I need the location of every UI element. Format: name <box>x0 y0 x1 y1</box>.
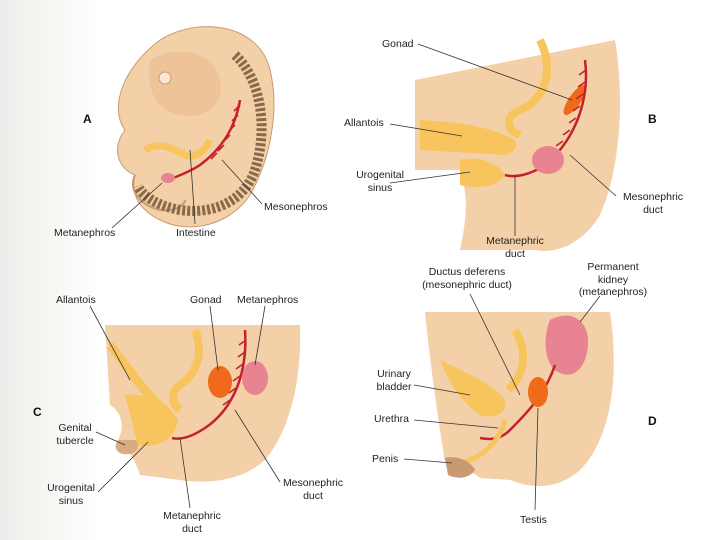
label-c-mesonephric-duct: Mesonephric duct <box>278 477 348 502</box>
leader-a-intestine <box>189 149 196 225</box>
leader-d-permanent-kidney <box>579 295 601 323</box>
panel-b-metanephros <box>532 146 564 174</box>
panel-c-mesonephric-duct <box>171 329 247 440</box>
label-c-metanephros: Metanephros <box>237 294 299 306</box>
panel-letter-b: B <box>648 112 657 126</box>
leader-c-mesonephric-duct <box>234 409 281 483</box>
label-b-gonad: Gonad <box>382 38 414 50</box>
label-d-ductus-deferens: Ductus deferens (mesonephric duct) <box>414 266 520 291</box>
leader-b-mesonephric-duct <box>569 154 617 197</box>
panel-c-gonad <box>208 366 232 398</box>
panel-b-illustration <box>415 38 620 251</box>
leader-b-gonad <box>417 43 573 101</box>
label-a-metanephros: Metanephros <box>54 227 116 239</box>
label-b-metanephric-duct-line2: duct <box>505 247 525 260</box>
label-d-permanent-kidney-line2: kidney <box>597 273 629 286</box>
label-a-mesonephros: Mesonephros <box>264 201 328 213</box>
panel-c-urogenital-sinus <box>125 394 178 447</box>
leader-b-urogenital-sinus <box>389 171 471 184</box>
label-c-urogenital-sinus-line1: Urogenital <box>47 482 95 494</box>
label-b-mesonephric-duct-line2: duct <box>643 203 663 216</box>
label-d-ductus-deferens-line1: Ductus deferens <box>428 266 506 278</box>
label-c-mesonephric-duct-line2: duct <box>303 489 323 502</box>
leader-c-gonad <box>209 305 219 371</box>
panel-b-body <box>415 40 620 251</box>
leader-b-allantois <box>389 123 463 137</box>
somite-column <box>133 51 267 216</box>
panel-b-urogenital-sinus <box>460 158 505 187</box>
panel-b-tubules <box>555 69 587 147</box>
panel-c-tubules <box>222 339 247 406</box>
label-b-allantois: Allantois <box>344 117 384 129</box>
label-b-urogenital-sinus-line1: Urogenital <box>356 169 404 181</box>
embryo-yellow-gut <box>143 138 214 160</box>
panel-c-illustration <box>105 325 301 482</box>
leader-c-metanephric-duct <box>179 437 191 509</box>
label-c-urogenital-sinus-line2: sinus <box>58 494 84 507</box>
label-d-permanent-kidney: Permanent kidney (metanephros) <box>575 261 651 299</box>
leader-c-genital-tubercle <box>95 431 126 446</box>
embryo-eye <box>158 71 172 85</box>
label-b-mesonephric-duct: Mesonephric duct <box>618 191 688 216</box>
embryo-tubules <box>210 104 241 160</box>
panel-letter-a: A <box>83 112 92 126</box>
label-b-urogenital-sinus: Urogenital sinus <box>355 169 405 194</box>
panel-letter-c: C <box>33 405 42 419</box>
label-b-metanephric-duct-line1: Metanephric <box>486 235 544 247</box>
panel-d-testis <box>528 377 548 407</box>
label-b-metanephric-duct: Metanephric duct <box>480 235 550 260</box>
label-c-mesonephric-duct-line1: Mesonephric <box>282 477 344 489</box>
panel-a-illustration <box>117 26 275 228</box>
leader-a-mesonephros <box>221 159 263 205</box>
label-b-urogenital-sinus-line2: sinus <box>367 181 393 194</box>
label-a-intestine: Intestine <box>176 227 216 239</box>
leader-lines <box>89 43 617 511</box>
label-c-genital-tubercle: Genital tubercle <box>50 422 100 447</box>
panel-d-illustration <box>425 312 614 486</box>
label-c-metanephric-duct: Metanephric duct <box>157 510 227 535</box>
panel-d-urethra <box>464 419 508 465</box>
label-c-urogenital-sinus: Urogenital sinus <box>43 482 99 507</box>
label-c-metanephric-duct-line1: Metanephric <box>163 510 221 522</box>
leader-d-urethra <box>413 419 499 429</box>
leader-c-urogenital-sinus <box>97 441 149 493</box>
label-c-gonad: Gonad <box>190 294 222 306</box>
label-d-urinary-bladder-line2: bladder <box>376 380 412 393</box>
label-d-ductus-deferens-line2: (mesonephric duct) <box>422 278 512 291</box>
label-d-urinary-bladder: Urinary bladder <box>372 368 416 393</box>
panel-c-gut <box>169 328 203 414</box>
leader-d-urinary-bladder <box>413 384 471 396</box>
label-c-genital-tubercle-line1: Genital <box>58 422 92 434</box>
label-d-urethra: Urethra <box>374 413 410 425</box>
panel-b-allantois <box>420 120 517 155</box>
embryo-metanephros <box>161 173 175 183</box>
label-d-permanent-kidney-line1: Permanent <box>587 261 639 273</box>
embryo-tail <box>132 174 186 212</box>
leader-d-testis <box>534 407 539 511</box>
label-d-testis: Testis <box>520 514 547 526</box>
panel-d-bladder <box>440 360 506 417</box>
label-d-penis: Penis <box>372 453 399 465</box>
label-c-metanephric-duct-line2: duct <box>182 522 202 535</box>
panel-letter-d: D <box>648 414 657 428</box>
panel-b-gonad <box>563 84 587 116</box>
panel-c-metanephros <box>242 361 268 395</box>
panel-d-penis <box>445 457 475 478</box>
label-c-genital-tubercle-line2: tubercle <box>56 434 94 447</box>
label-d-urinary-bladder-line1: Urinary <box>377 368 411 380</box>
panel-b-gut <box>504 38 552 139</box>
leader-d-ductus-deferens <box>469 293 521 396</box>
label-b-mesonephric-duct-line1: Mesonephric <box>622 191 684 203</box>
leader-a-metanephros <box>111 182 163 229</box>
panel-d-gut <box>505 327 527 394</box>
panel-d-kidney <box>545 315 589 375</box>
embryo-head-shading <box>149 51 221 116</box>
leader-d-penis <box>403 458 453 464</box>
leader-c-metanephros <box>254 305 266 366</box>
label-d-permanent-kidney-line3: (metanephros) <box>578 286 648 298</box>
label-c-allantois: Allantois <box>56 294 96 306</box>
leader-c-allantois <box>89 305 131 381</box>
